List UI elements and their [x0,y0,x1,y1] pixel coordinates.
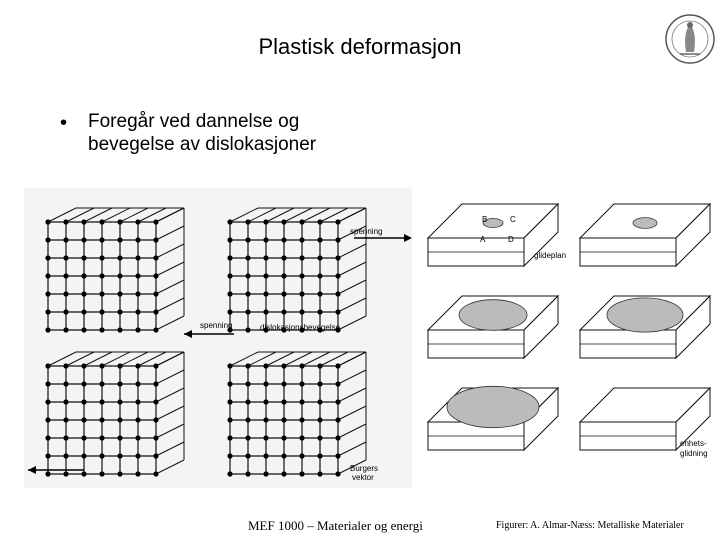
slip-slab [578,202,712,268]
lattice-cube [45,207,185,333]
bullet-marker: • [60,112,68,134]
slide-title: Plastisk deformasjon [258,34,462,59]
label-glidning: glidning [680,449,708,458]
slip-slab [578,386,712,452]
label-dislokasjon: dislokasjonsbevegelse [260,323,341,332]
slip-slab [426,385,560,452]
footer-course: MEF 1000 – Materialer og energi [248,518,423,533]
slip-slab [426,294,560,360]
lattice-cube [227,207,367,333]
label-glideplan: glideplan [534,251,566,260]
label-burgers-1: Burgers [350,464,378,473]
slip-plane-figure: B C A D glideplan enhets- glidning [426,202,712,458]
slip-slab [578,294,712,360]
label-A: A [480,235,486,244]
label-D: D [508,235,514,244]
label-burgers-2: vektor [352,473,374,482]
lattice-cube [227,351,367,477]
label-B: B [482,215,487,224]
label-enhets: enhets- [680,439,707,448]
footer-credit: Figurer: A. Almar-Næss: Metalliske Mater… [496,520,684,531]
lattice-cube [45,351,185,477]
lattice-dislocation-figure: spenning spenning dislokasjonsbevegelse … [24,188,412,488]
bullet-text: Foregår ved dannelse og bevegelse av dis… [88,110,388,156]
label-spenning-bottom: spenning [200,321,232,330]
university-seal-icon [665,14,715,64]
slip-slab [426,202,560,268]
label-C: C [510,215,516,224]
label-spenning-top: spenning [350,227,382,236]
bullet-line-2: bevegelse av dislokasjoner [88,134,317,155]
bullet-line-1: Foregår ved dannelse og [88,111,300,132]
